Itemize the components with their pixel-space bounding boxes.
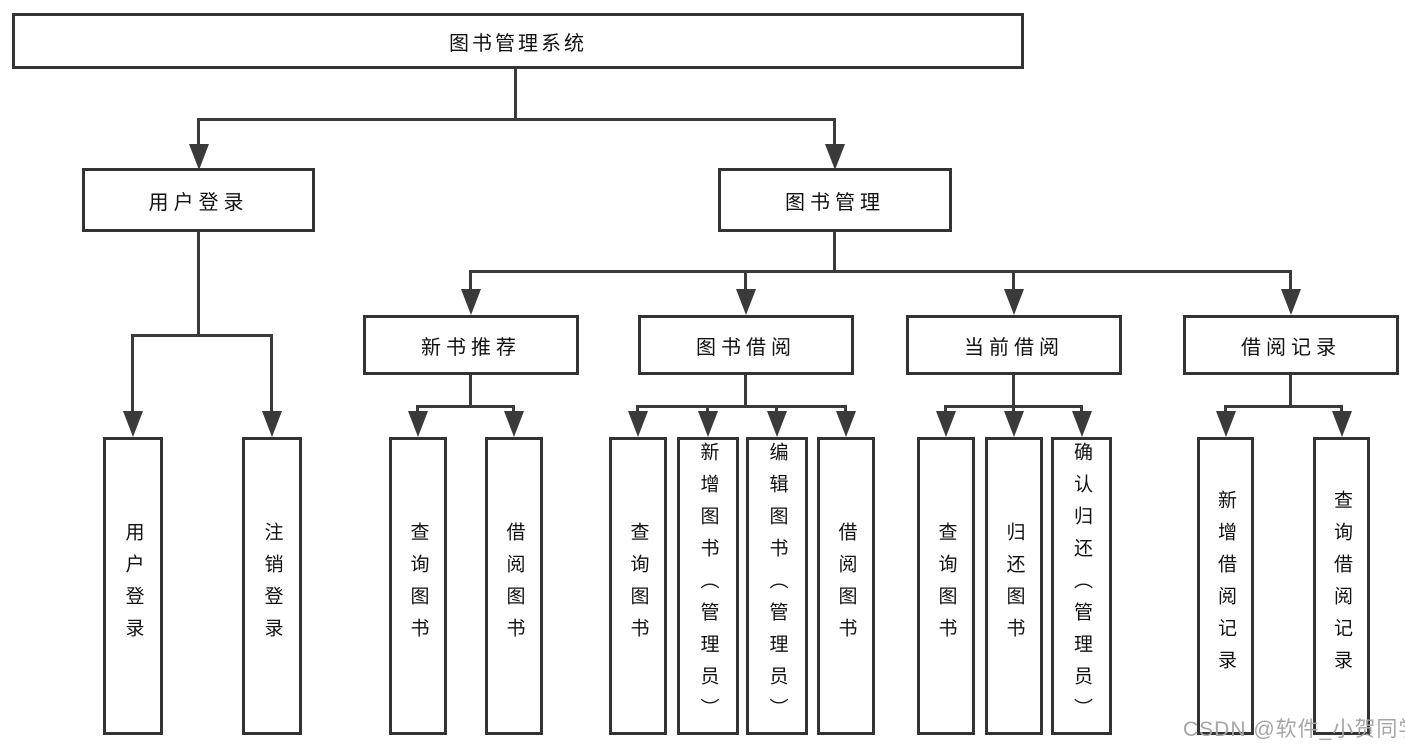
node-borrow-books-2: 借阅图书 [817, 437, 875, 735]
watermark: CSDN @软件_小贺同学 [1183, 718, 1405, 741]
node-user-login: 用户登录 [82, 168, 315, 232]
node-label: 编辑图书（管理员） [766, 442, 788, 730]
node-book-management: 图书管理 [718, 168, 952, 232]
connector-line [197, 230, 200, 336]
node-book-borrowing: 图书借阅 [638, 315, 854, 375]
node-label: 查询图书 [627, 522, 649, 650]
node-label: 查询图书 [407, 522, 429, 650]
node-query-books-3: 查询图书 [917, 437, 975, 735]
node-current-borrowing: 当前借阅 [906, 315, 1122, 375]
node-logout: 注销登录 [242, 437, 302, 735]
arrow-down-icon [767, 411, 787, 437]
connector-line [833, 230, 836, 273]
connector-line [1289, 373, 1292, 408]
node-label: 借阅图书 [503, 522, 525, 650]
node-label: 新书推荐 [421, 336, 521, 359]
connector-line [1012, 373, 1015, 408]
node-label: 图书管理 [785, 191, 885, 214]
connector-line [469, 373, 472, 408]
node-label: 确认归还（管理员） [1071, 442, 1092, 730]
arrow-down-icon [123, 411, 143, 437]
arrow-down-icon [1072, 411, 1092, 437]
connector-line [469, 270, 472, 294]
node-add-books-admin: 新增图书（管理员） [677, 437, 739, 735]
node-query-books-2: 查询图书 [609, 437, 667, 735]
node-label: 注销登录 [261, 522, 283, 650]
arrow-down-icon [836, 411, 856, 437]
node-borrowing-records: 借阅记录 [1183, 315, 1399, 375]
connector-line [131, 334, 273, 337]
node-label: 图书管理系统 [449, 32, 587, 55]
node-edit-books-admin: 编辑图书（管理员） [746, 437, 808, 735]
connector-line [197, 118, 200, 150]
node-label: 用户登录 [148, 191, 249, 214]
connector-line [744, 373, 747, 408]
arrow-down-icon [1004, 289, 1024, 315]
node-query-borrow-record: 查询借阅记录 [1313, 437, 1370, 735]
arrow-down-icon [936, 411, 956, 437]
connector-line [1012, 270, 1015, 294]
node-label: 新增借阅记录 [1215, 490, 1236, 682]
arrow-down-icon [825, 144, 845, 170]
connector-line [416, 405, 515, 408]
node-label: 查询图书 [935, 522, 957, 650]
node-query-books-1: 查询图书 [389, 437, 447, 735]
node-label: 归还图书 [1003, 522, 1025, 650]
connector-line [636, 405, 847, 408]
node-label: 图书借阅 [696, 336, 796, 359]
connector-line [833, 118, 836, 150]
arrow-down-icon [262, 411, 282, 437]
node-user-login-leaf: 用户登录 [103, 437, 163, 735]
connector-line [131, 334, 134, 416]
node-return-books: 归还图书 [985, 437, 1043, 735]
arrow-down-icon [504, 411, 524, 437]
arrow-down-icon [1216, 411, 1236, 437]
node-borrow-books-1: 借阅图书 [485, 437, 543, 735]
arrow-down-icon [408, 411, 428, 437]
node-label: 当前借阅 [964, 336, 1064, 359]
connector-line [1289, 270, 1292, 294]
connector-line [514, 66, 517, 121]
node-label: 查询借阅记录 [1331, 490, 1352, 682]
connector-line [469, 270, 1292, 273]
arrow-down-icon [189, 144, 209, 170]
node-confirm-return-admin: 确认归还（管理员） [1051, 437, 1112, 735]
node-label: 借阅记录 [1241, 336, 1341, 359]
connector-line [197, 118, 836, 121]
node-label: 用户登录 [122, 522, 144, 650]
node-add-borrow-record: 新增借阅记录 [1197, 437, 1254, 735]
node-label: 借阅图书 [835, 522, 857, 650]
arrow-down-icon [698, 411, 718, 437]
node-label: 新增图书（管理员） [697, 442, 719, 730]
arrow-down-icon [1004, 411, 1024, 437]
arrow-down-icon [1281, 289, 1301, 315]
connector-line [1224, 405, 1343, 408]
connector-line [270, 334, 273, 416]
connector-line [744, 270, 747, 294]
node-new-book-recommendation: 新书推荐 [363, 315, 579, 375]
arrow-down-icon [1332, 411, 1352, 437]
node-library-management-system: 图书管理系统 [12, 13, 1024, 69]
arrow-down-icon [461, 289, 481, 315]
arrow-down-icon [736, 289, 756, 315]
arrow-down-icon [628, 411, 648, 437]
